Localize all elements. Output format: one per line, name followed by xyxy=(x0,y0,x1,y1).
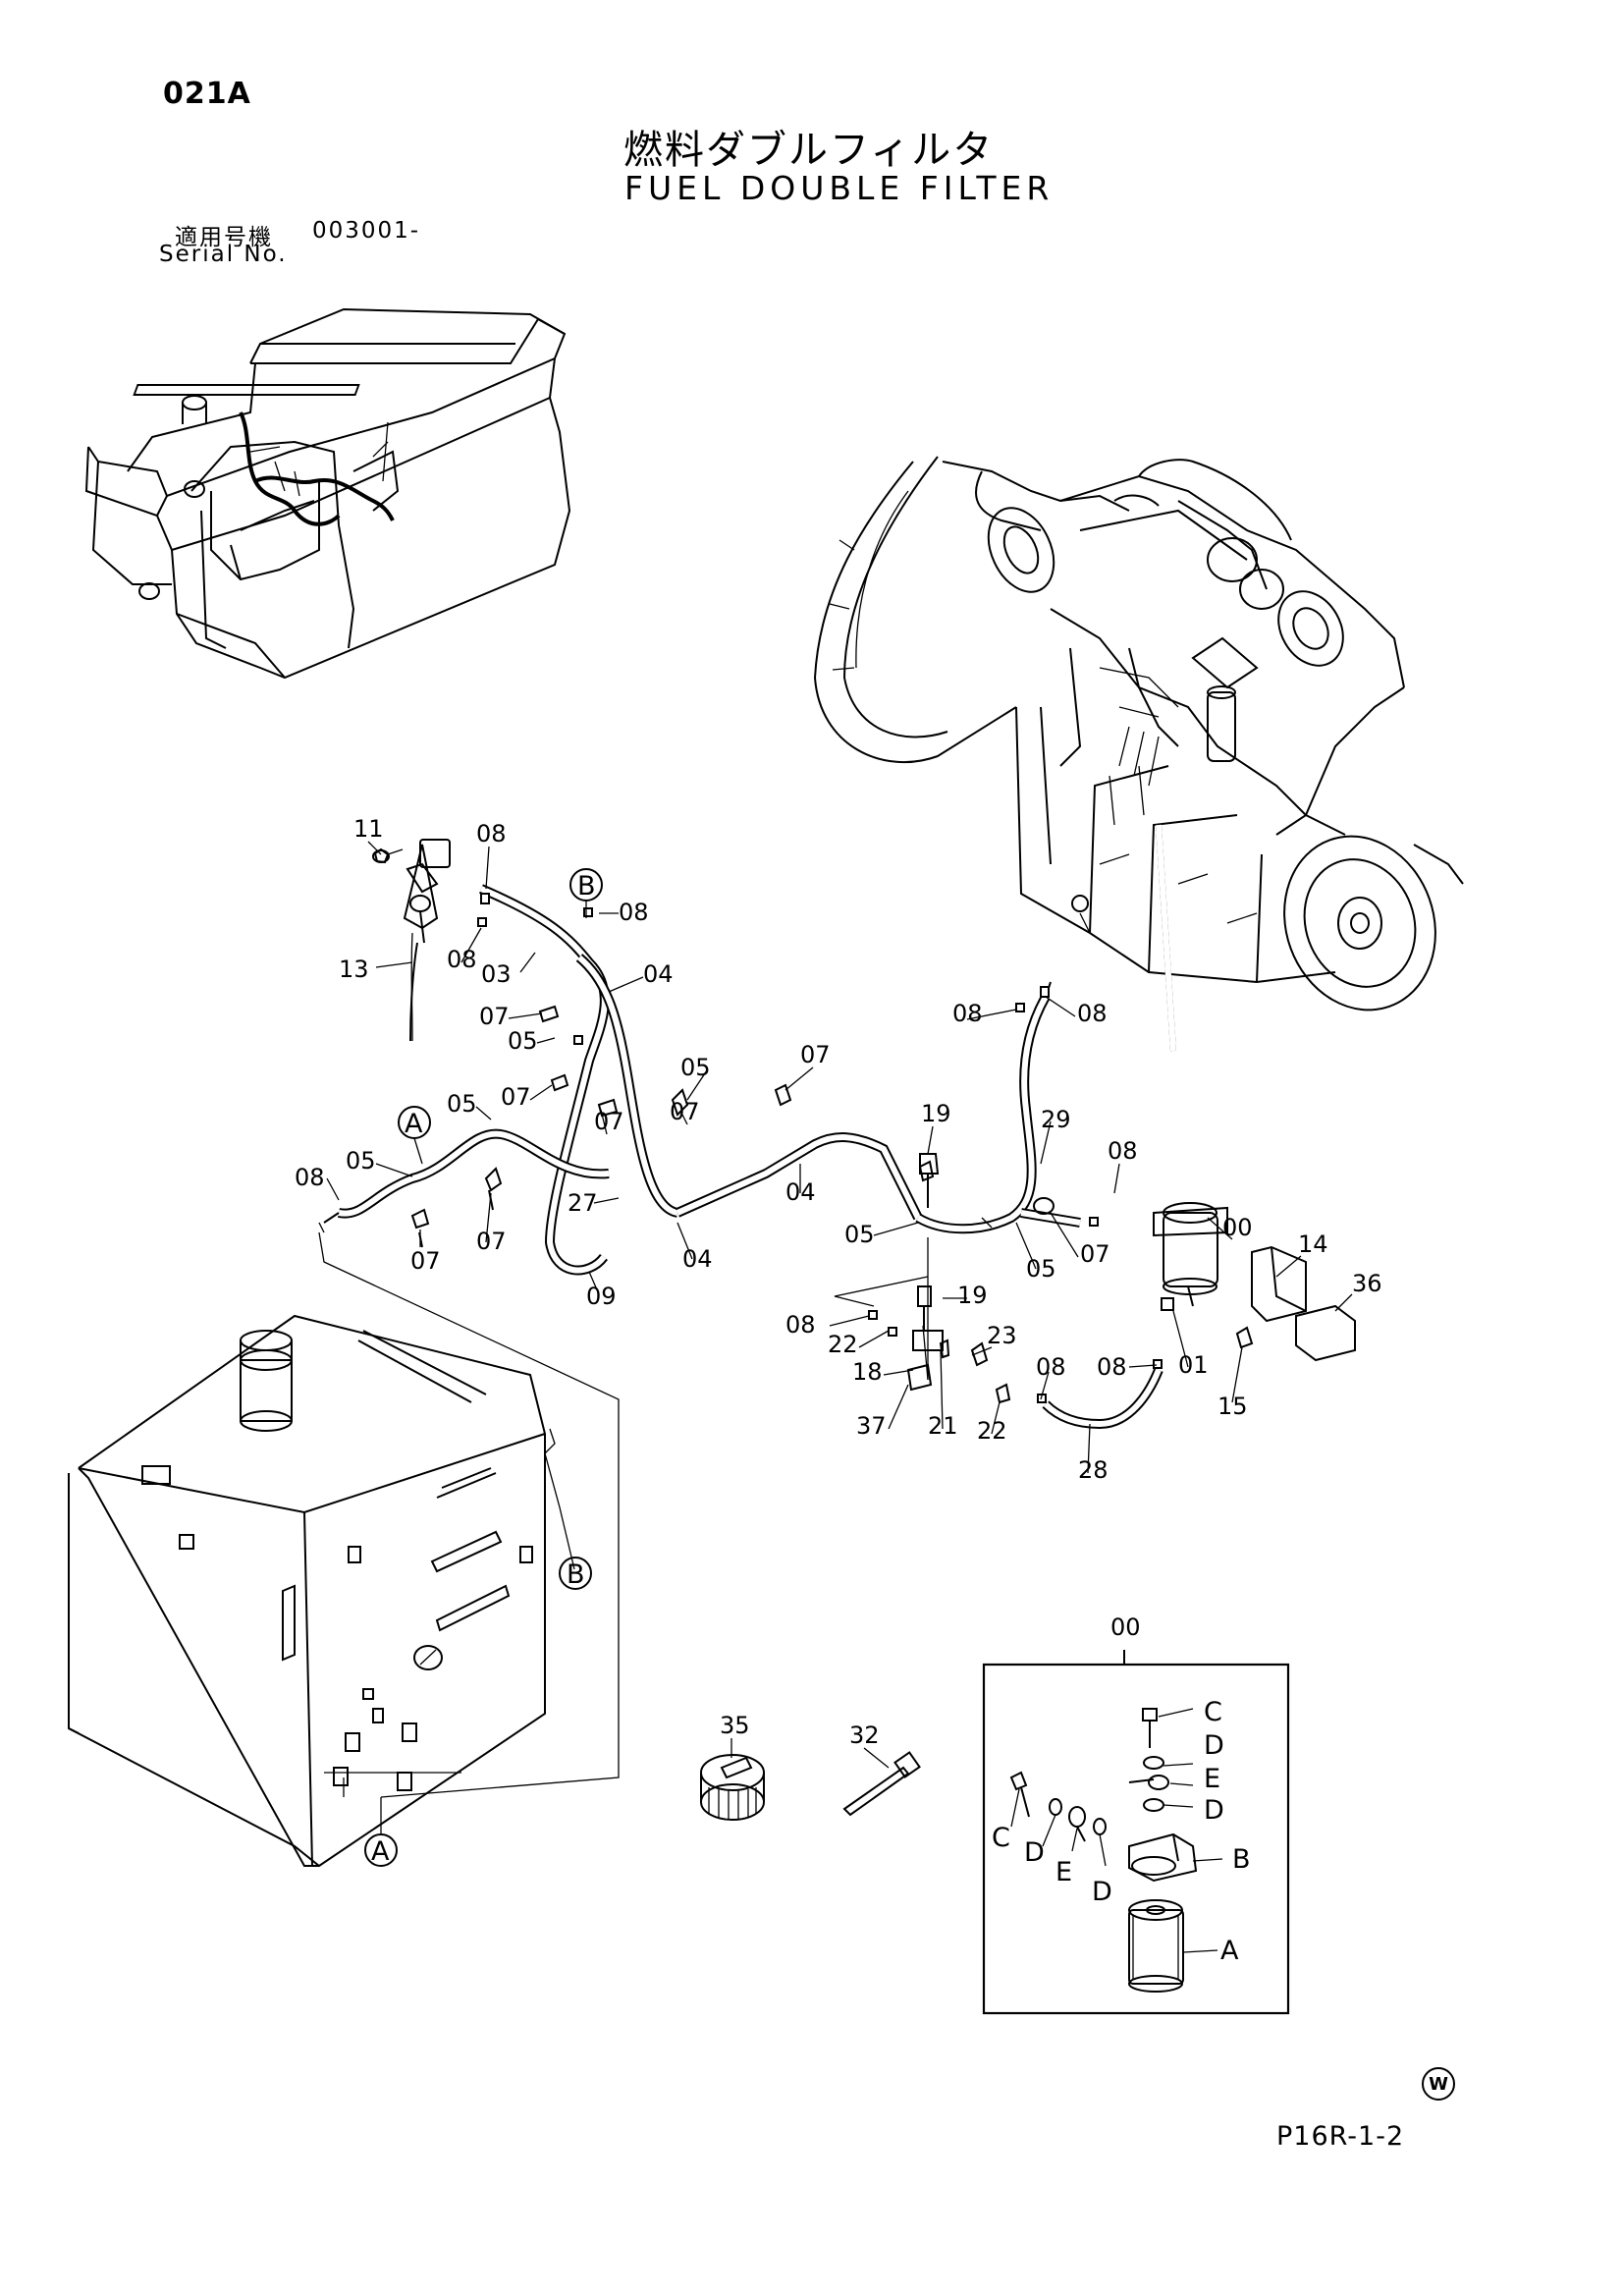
callout-07: 07 xyxy=(670,1098,700,1125)
page-title-jp: 燃料ダブルフィルタ xyxy=(623,128,995,173)
fittings xyxy=(373,839,1163,1404)
connector-A: A xyxy=(405,1109,423,1139)
callout-D: D xyxy=(1024,1837,1045,1868)
callout-05: 05 xyxy=(508,1027,538,1055)
connector-B: B xyxy=(577,871,596,902)
callout-C: C xyxy=(992,1823,1010,1853)
callout-23: 23 xyxy=(987,1322,1017,1349)
callout-05: 05 xyxy=(1026,1255,1056,1283)
serial-number: 003001- xyxy=(312,218,421,244)
callout-18: 18 xyxy=(852,1358,883,1386)
callout-14: 14 xyxy=(1298,1230,1328,1258)
callout-08: 08 xyxy=(447,946,477,973)
callout-D: D xyxy=(1204,1730,1224,1761)
callout-07: 07 xyxy=(476,1228,507,1255)
connector-B: B xyxy=(567,1559,585,1590)
callout-13: 13 xyxy=(339,956,369,983)
callout-D: D xyxy=(1092,1877,1112,1907)
page-title-en: FUEL DOUBLE FILTER xyxy=(624,169,1055,207)
callout-leaders xyxy=(326,841,1353,1769)
callout-00: 00 xyxy=(1110,1613,1141,1641)
leader-lines xyxy=(318,1222,929,1834)
callout-29: 29 xyxy=(1041,1106,1071,1133)
callout-05: 05 xyxy=(447,1090,477,1118)
fuel-lines xyxy=(323,884,1163,1430)
callout-22: 22 xyxy=(828,1331,858,1358)
callout-07: 07 xyxy=(594,1108,624,1135)
callout-28: 28 xyxy=(1078,1456,1109,1484)
callout-19: 19 xyxy=(957,1282,988,1309)
water-separator-prefilter xyxy=(372,844,439,1042)
excavator-overview-illustration xyxy=(84,307,571,680)
callout-27: 27 xyxy=(568,1189,598,1217)
callout-00: 00 xyxy=(1222,1214,1253,1241)
callout-36: 36 xyxy=(1352,1270,1382,1297)
fuel-tank-illustration xyxy=(68,1314,556,1868)
callout-E: E xyxy=(1055,1857,1072,1887)
callout-C: C xyxy=(1204,1697,1222,1727)
connector-markers: B A B A xyxy=(364,868,603,1867)
callout-05: 05 xyxy=(844,1221,875,1248)
callout-08: 08 xyxy=(785,1311,816,1339)
drawing-code: P16R-1-2 xyxy=(1276,2121,1405,2152)
callout-05: 05 xyxy=(346,1147,376,1175)
callout-11: 11 xyxy=(353,815,384,843)
double-filter-assembly xyxy=(1153,1202,1356,1362)
callout-07: 07 xyxy=(410,1247,441,1275)
part-callouts: 11 08 08 08 13 03 04 07 05 07 05 05 07 0… xyxy=(295,815,1382,1966)
serial-label-en: Serial No. xyxy=(159,242,288,267)
serial-label-jp: 適用号機 xyxy=(175,225,273,250)
fuel-cap-35-illustration xyxy=(700,1754,765,1821)
callout-03: 03 xyxy=(481,960,512,988)
callout-19: 19 xyxy=(921,1100,951,1127)
w-mark-icon: W xyxy=(1422,2067,1455,2101)
callout-01: 01 xyxy=(1178,1351,1209,1379)
callout-08: 08 xyxy=(1077,1000,1108,1027)
callout-07: 07 xyxy=(800,1041,831,1068)
callout-E: E xyxy=(1204,1764,1220,1794)
cable-tie-32-illustration xyxy=(842,1751,921,1817)
callout-D: D xyxy=(1204,1795,1224,1826)
callout-08: 08 xyxy=(1108,1137,1138,1165)
callout-05: 05 xyxy=(680,1054,711,1081)
filter-kit-box xyxy=(982,1650,1290,2015)
connector-A: A xyxy=(371,1836,390,1867)
engine-assembly-illustration xyxy=(813,456,1464,1052)
page-code: 021A xyxy=(163,77,251,111)
callout-09: 09 xyxy=(586,1283,617,1310)
callout-B: B xyxy=(1232,1844,1251,1875)
callout-37: 37 xyxy=(856,1412,887,1440)
callout-08: 08 xyxy=(295,1164,325,1191)
callout-08: 08 xyxy=(619,899,649,926)
callout-08: 08 xyxy=(1097,1353,1127,1381)
callout-04: 04 xyxy=(643,960,674,988)
callout-32: 32 xyxy=(849,1722,880,1749)
callout-04: 04 xyxy=(682,1245,713,1273)
callout-07: 07 xyxy=(501,1083,531,1111)
callout-15: 15 xyxy=(1217,1393,1248,1420)
callout-A: A xyxy=(1220,1936,1239,1966)
callout-07: 07 xyxy=(479,1003,510,1030)
callout-07: 07 xyxy=(1080,1240,1110,1268)
callout-35: 35 xyxy=(720,1712,750,1739)
callout-08: 08 xyxy=(1036,1353,1066,1381)
callout-08: 08 xyxy=(952,1000,983,1027)
callout-08: 08 xyxy=(476,820,507,847)
